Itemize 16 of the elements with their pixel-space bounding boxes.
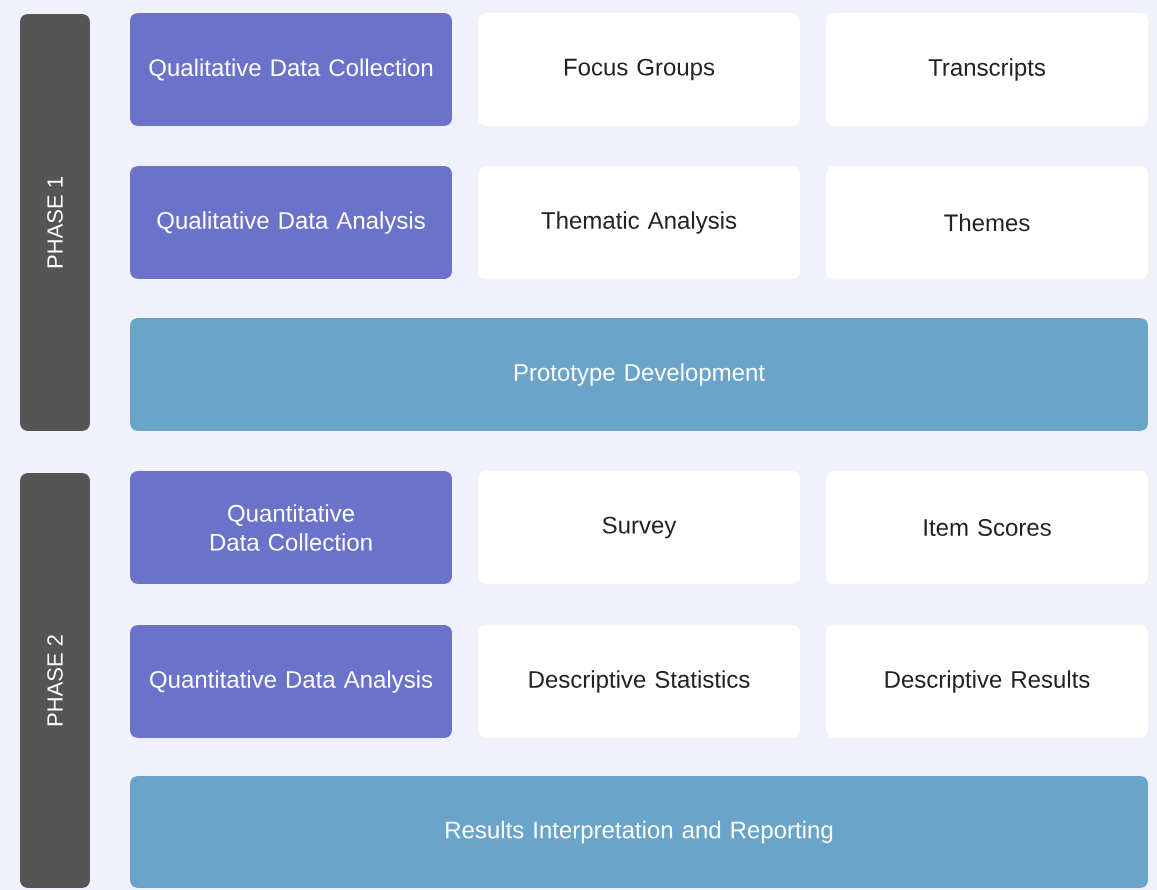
step-box: Quantitative Data Analysis [130, 625, 452, 738]
step-box: Quantitative Data Collection [130, 471, 452, 584]
step-box: Qualitative Data Collection [130, 13, 452, 126]
step-box: Qualitative Data Analysis [130, 166, 452, 279]
item-box: Focus Groups [478, 13, 800, 126]
item-box: Descriptive Statistics [478, 625, 800, 738]
item-box: Item Scores [826, 471, 1148, 584]
item-box: Thematic Analysis [478, 166, 800, 279]
item-box: Survey [478, 471, 800, 584]
item-box: Themes [826, 166, 1148, 279]
item-box: Transcripts [826, 13, 1148, 126]
phase-label-bar: PHASE 2 [20, 473, 90, 888]
item-box: Descriptive Results [826, 625, 1148, 738]
phase-label-bar: PHASE 1 [20, 14, 90, 431]
stage-band: Prototype Development [130, 318, 1148, 431]
stage-band: Results Interpretation and Reporting [130, 776, 1148, 888]
